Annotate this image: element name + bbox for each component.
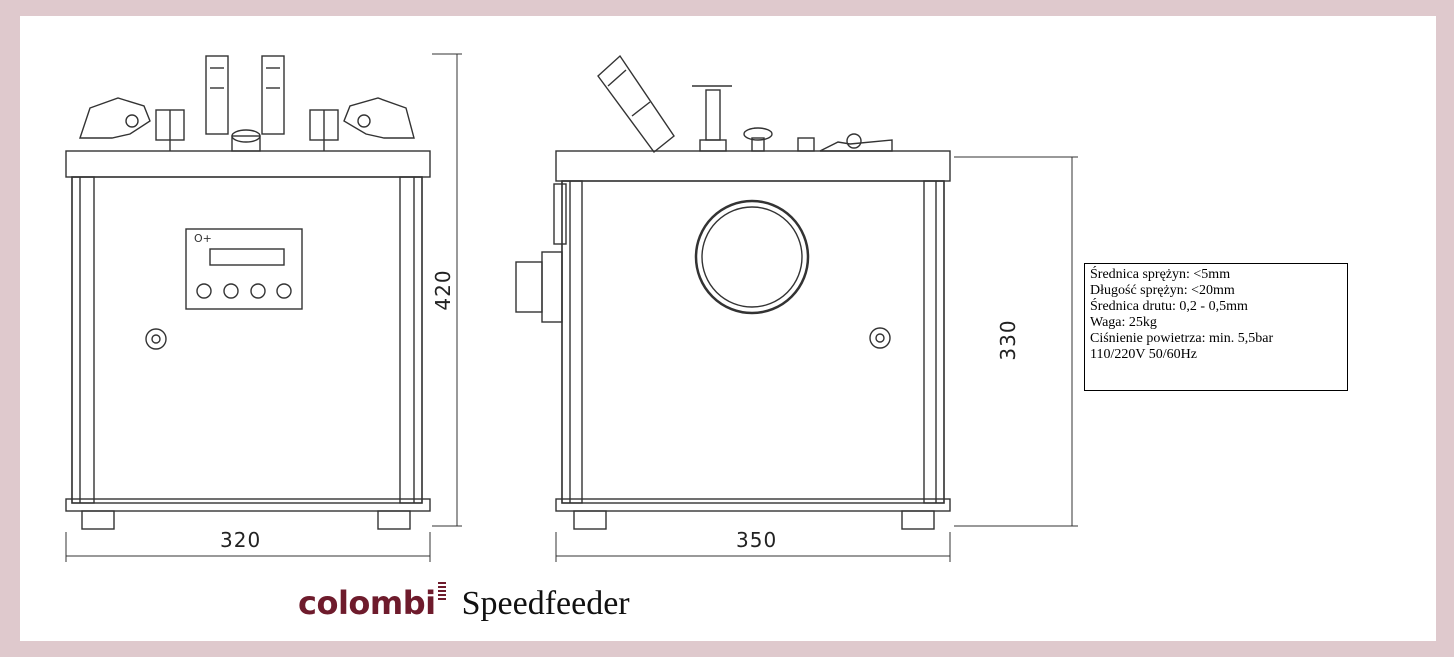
side-width-label: 350 [736, 528, 778, 552]
brand-lockup: colombi Speedfeeder [298, 582, 630, 623]
spec-box: Średnica sprężyn: <5mm Długość sprężyn: … [1084, 263, 1348, 391]
side-view [515, 54, 1078, 562]
spec-line: Średnica drutu: 0,2 - 0,5mm [1090, 299, 1248, 314]
side-height-label: 330 [996, 319, 1020, 361]
svg-text:O+: O+ [194, 232, 212, 245]
front-view: O+ [65, 53, 462, 562]
product-name: Speedfeeder [461, 585, 630, 622]
front-width-label: 320 [220, 528, 262, 552]
brand-logo: colombi [298, 584, 436, 622]
spec-line: Długość sprężyn: <20mm [1090, 283, 1235, 298]
spec-line: Ciśnienie powietrza: min. 5,5bar [1090, 331, 1274, 346]
spec-line: 110/220V 50/60Hz [1090, 347, 1197, 362]
drawing-sheet: O+ [20, 16, 1436, 641]
front-height-label: 420 [431, 269, 455, 311]
technical-drawing: O+ [65, 53, 1078, 562]
spec-line: Waga: 25kg [1090, 315, 1157, 330]
spec-line: Średnica sprężyn: <5mm [1090, 267, 1231, 282]
brand-mark-icon [437, 582, 446, 600]
